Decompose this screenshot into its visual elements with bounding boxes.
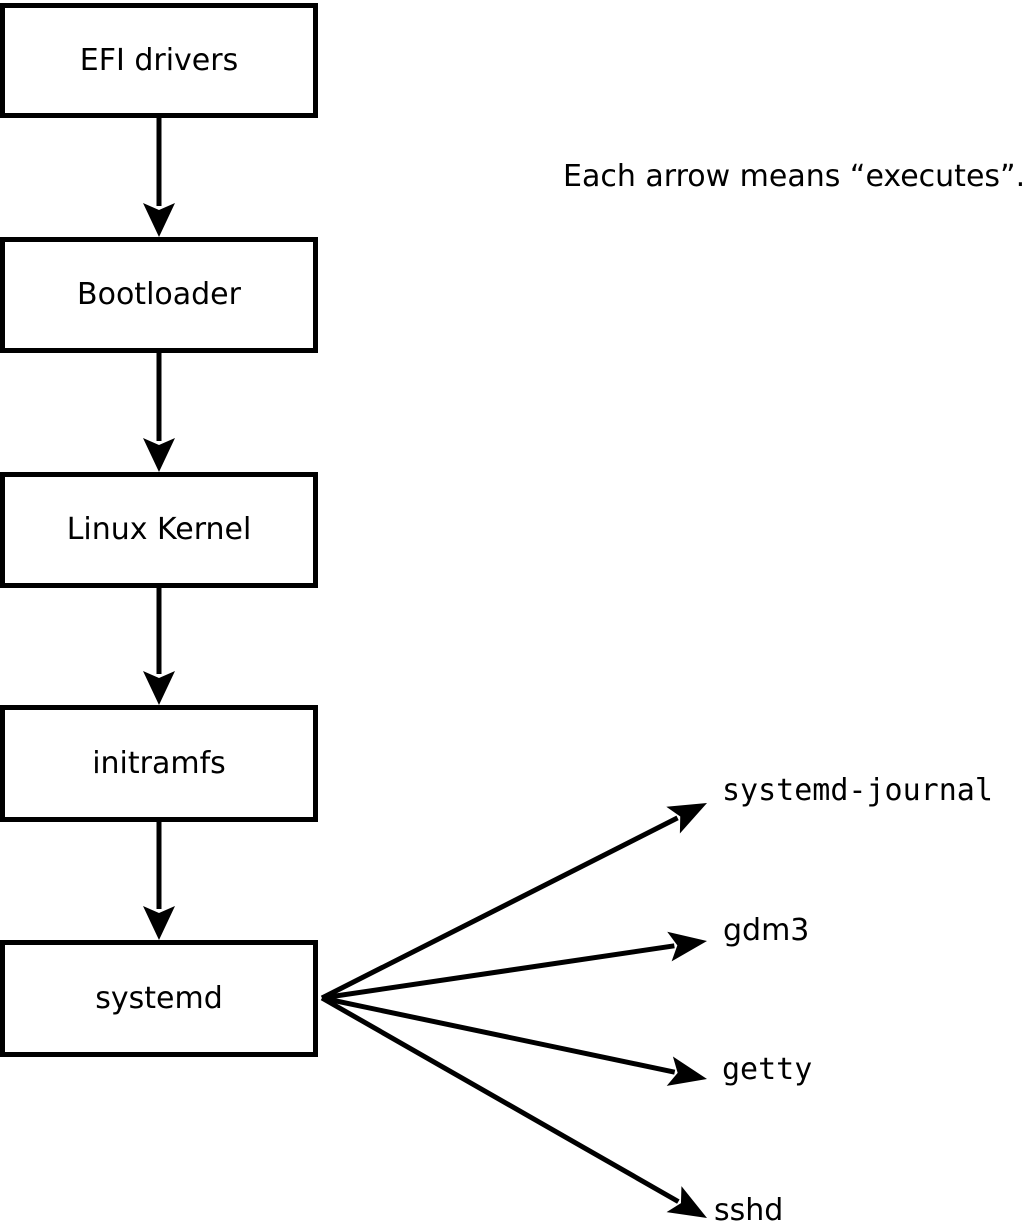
chain-arrowhead-3 <box>143 906 175 940</box>
node-systemd[interactable]: systemd <box>0 940 318 1057</box>
chain-arrowhead-0 <box>143 203 175 237</box>
fanout-arrowhead-getty <box>666 1056 707 1086</box>
chain-arrowhead-1 <box>143 438 175 472</box>
chain-arrowhead-2 <box>143 671 175 705</box>
fanout-arrow-shaft-sshd <box>320 995 680 1204</box>
fanout-arrowhead-gdm3 <box>667 931 707 962</box>
node-linux-kernel[interactable]: Linux Kernel <box>0 472 318 588</box>
fanout-arrow-shaft-getty <box>321 995 676 1075</box>
fanout-arrow-shaft-systemd-journal <box>320 815 679 1001</box>
fanout-arrowhead-systemd-journal <box>666 803 707 834</box>
fanout-arrowhead-sshd <box>666 1186 707 1218</box>
service-label-getty[interactable]: getty <box>722 1052 813 1087</box>
legend-caption: Each arrow means “executes”. <box>563 159 1023 194</box>
node-initramfs[interactable]: initramfs <box>0 705 318 822</box>
node-label-bootloader: Bootloader <box>77 277 241 312</box>
service-label-gdm3[interactable]: gdm3 <box>723 913 810 948</box>
service-label-systemd-journal[interactable]: systemd-journal <box>722 773 993 808</box>
node-bootloader[interactable]: Bootloader <box>0 237 318 353</box>
node-label-efi-drivers: EFI drivers <box>79 42 239 78</box>
node-label-systemd: systemd <box>95 980 223 1016</box>
node-efi-drivers[interactable]: EFI drivers <box>0 3 318 118</box>
service-label-sshd[interactable]: sshd <box>714 1193 784 1228</box>
chain-arrow-group <box>143 118 175 940</box>
fanout-arrow-group <box>320 803 707 1218</box>
node-label-linux-kernel: Linux Kernel <box>66 512 252 547</box>
node-label-initramfs: initramfs <box>92 745 226 781</box>
fanout-arrow-shaft-gdm3 <box>321 943 675 1001</box>
